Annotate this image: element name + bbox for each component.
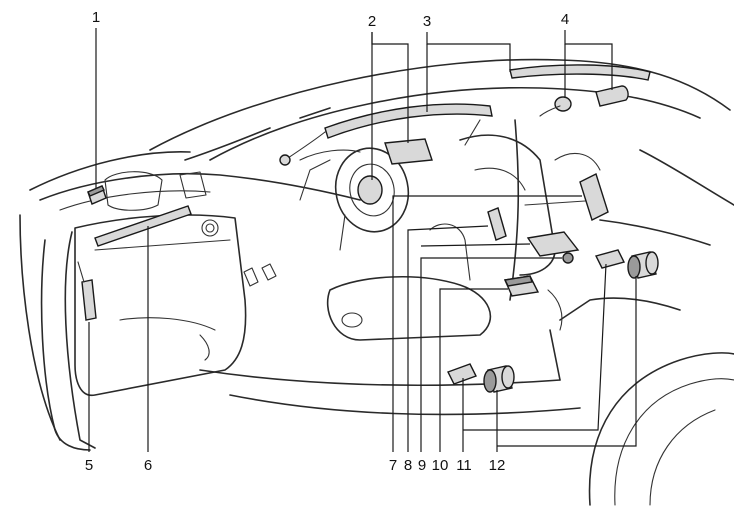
part-5-side-sensor [81,279,97,321]
callout-12: 12 [489,457,506,474]
callout-1: 1 [92,9,100,26]
callout-labels: 1 2 3 4 5 6 7 8 9 10 11 12 [85,9,569,474]
part-12-inflator-left [483,365,515,393]
callout-lines [88,28,637,452]
part-2-passenger-airbag [384,138,433,165]
part-11-left-unit [447,363,477,385]
callout-11: 11 [456,457,472,474]
part-2-driver-airbag [357,175,383,205]
part-8-pretensioner [487,207,507,241]
components [77,64,659,393]
callout-5: 5 [85,457,93,474]
callout-7: 7 [389,457,397,474]
callout-6: 6 [144,457,152,474]
callout-3: 3 [423,13,431,30]
part-4-inflator [554,96,572,112]
callout-2: 2 [368,13,376,30]
callout-10: 10 [432,457,449,474]
callout-4: 4 [561,11,569,28]
callout-9: 9 [418,457,426,474]
callout-8: 8 [404,457,412,474]
part-12-inflator-right [627,251,659,279]
car-body-outline [19,58,734,506]
part-6-door-airbag [94,205,192,247]
part-7-seat-airbag [579,173,609,221]
part-9-control-unit [526,231,580,257]
part-4-inflator-canister [595,85,629,107]
part-11-right-unit [594,249,626,269]
part-9-connector [562,252,574,264]
